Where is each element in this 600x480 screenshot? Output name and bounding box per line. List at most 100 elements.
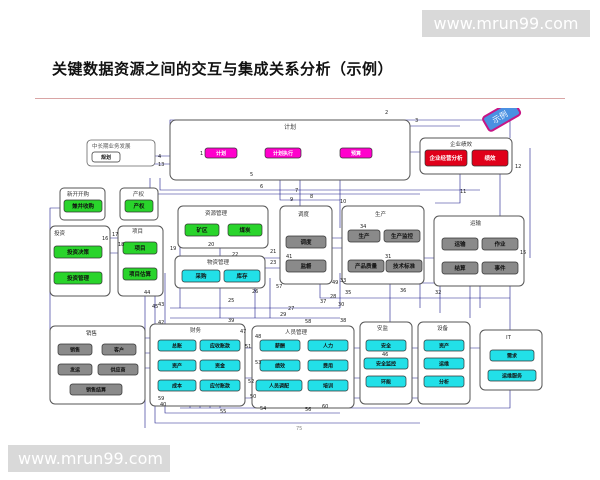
node-box xyxy=(441,261,479,275)
group-material-label: 物资管理 xyxy=(207,258,230,266)
link-number: 16 xyxy=(102,236,108,242)
node-jihua1: 计划 xyxy=(204,147,238,159)
node-chanquan: 产权 xyxy=(124,199,154,213)
node-box xyxy=(157,339,197,352)
link-number: 56 xyxy=(305,407,311,413)
link-number: 41 xyxy=(286,254,292,260)
node-box xyxy=(184,223,220,237)
group-property-label: 产权 xyxy=(133,190,145,198)
node-label: 资产 xyxy=(439,343,449,350)
integration-diagram: 计划 中长期业务发展 企业绩效 新开开购 产权 投资 项目 资源管理 调度 生产… xyxy=(40,100,560,432)
node-label: 技术标准 xyxy=(393,262,416,270)
node-label: 采购 xyxy=(194,272,207,280)
node-box xyxy=(181,269,221,283)
node-caigou: 采购 xyxy=(181,269,221,283)
node-kuangqu: 矿区 xyxy=(184,223,220,237)
link-number: 6 xyxy=(260,184,263,190)
node-label: 计划 xyxy=(216,150,226,157)
node-diaodu: 调度 xyxy=(285,235,327,249)
group-safety-label: 安监 xyxy=(377,324,389,332)
node-peixun: 培训 xyxy=(307,379,349,392)
link-number: 31 xyxy=(385,254,391,260)
link-number: 59 xyxy=(158,396,164,402)
group-hr-label: 人员管理 xyxy=(285,328,308,336)
node-box xyxy=(53,245,103,259)
node-label: 发运 xyxy=(69,367,80,374)
node-xuqiu: 需求 xyxy=(489,349,535,362)
group-transport: 运输 xyxy=(433,215,525,287)
node-label: 应收账款 xyxy=(210,343,231,350)
link-number: 44 xyxy=(144,290,150,296)
node-box xyxy=(157,359,197,372)
link-number: 50 xyxy=(250,394,256,400)
link-number: 47 xyxy=(240,329,246,335)
link-number: 27 xyxy=(288,306,294,312)
node-label: 分析 xyxy=(439,379,449,386)
node-label: 费用 xyxy=(323,363,333,370)
node-box xyxy=(63,199,103,213)
node-label: 矿区 xyxy=(196,226,208,234)
node-box xyxy=(285,259,327,273)
link-number: 13 xyxy=(158,162,164,168)
node-yingshou: 应收账款 xyxy=(199,339,241,352)
link-number: 38 xyxy=(340,318,346,324)
link-number: 32 xyxy=(435,290,441,296)
link-number: 58 xyxy=(305,319,311,325)
link-number: 35 xyxy=(345,290,351,296)
node-zijin: 资金 xyxy=(199,359,241,372)
node-box xyxy=(97,363,139,376)
node-feiyong: 费用 xyxy=(307,359,349,372)
watermark-bottom: www.mrun99.com xyxy=(8,445,170,472)
link-number: 51 xyxy=(245,344,251,350)
diagram-canvas: 计划 中长期业务发展 企业绩效 新开开购 产权 投资 项目 资源管理 调度 生产… xyxy=(49,100,543,428)
link-number: 4 xyxy=(158,154,161,160)
node-label: 资金 xyxy=(215,363,226,370)
group-resource-label: 资源管理 xyxy=(205,209,228,217)
link-number: 42 xyxy=(158,320,164,326)
link-number: 11 xyxy=(460,189,466,195)
node-label: 安全监控 xyxy=(376,361,396,368)
node-touzi-mgmt: 投资管理 xyxy=(53,271,103,285)
link-number: 36 xyxy=(400,288,406,294)
node-label: 投资决策 xyxy=(67,248,90,256)
node-jixiao: 绩效 xyxy=(259,359,301,372)
node-box xyxy=(339,147,373,159)
node-label: 产品质量 xyxy=(355,262,378,270)
node-box xyxy=(365,339,407,352)
group-plan-label: 计划 xyxy=(284,123,296,131)
link-number: 39 xyxy=(228,318,234,324)
node-bingou: 兼并收购 xyxy=(63,199,103,213)
group-invest-label: 投资 xyxy=(54,229,66,237)
example-stamp: 示例 xyxy=(482,100,522,132)
node-box xyxy=(385,259,423,273)
node-box xyxy=(101,343,137,356)
link-number: 60 xyxy=(322,404,328,410)
link-number: 34 xyxy=(360,224,366,230)
node-box xyxy=(307,339,349,352)
node-chengben: 成本 xyxy=(157,379,197,392)
node-xiaoshou-jiesuan: 销售结算 xyxy=(69,383,123,396)
node-jiankong: 监督 xyxy=(285,259,327,273)
link-number: 21 xyxy=(270,249,276,255)
node-box xyxy=(227,223,263,237)
node-touzi-decision: 投资决策 xyxy=(53,245,103,259)
node-label: 成本 xyxy=(172,383,183,390)
node-box xyxy=(307,379,349,392)
link-number: 7 xyxy=(295,188,298,194)
node-label: 资产 xyxy=(172,363,182,370)
node-gongyingshang: 供应商 xyxy=(97,363,139,376)
node-guihua: 规划 xyxy=(91,151,121,163)
node-label: 安全 xyxy=(381,343,392,350)
node-box xyxy=(487,369,537,382)
node-xinchou: 薪酬 xyxy=(259,339,301,352)
node-yusuan: 预算 xyxy=(339,147,373,159)
node-label: 作业 xyxy=(494,240,506,248)
node-label: 兼并收购 xyxy=(72,202,95,210)
node-label: 销售 xyxy=(70,347,80,354)
link-number: 49 xyxy=(332,280,338,286)
node-yunwei-fuwu: 运维服务 xyxy=(487,369,537,382)
link-number: 28 xyxy=(330,294,336,300)
node-label: 培训 xyxy=(323,383,333,390)
link-number: 40 xyxy=(160,402,166,408)
